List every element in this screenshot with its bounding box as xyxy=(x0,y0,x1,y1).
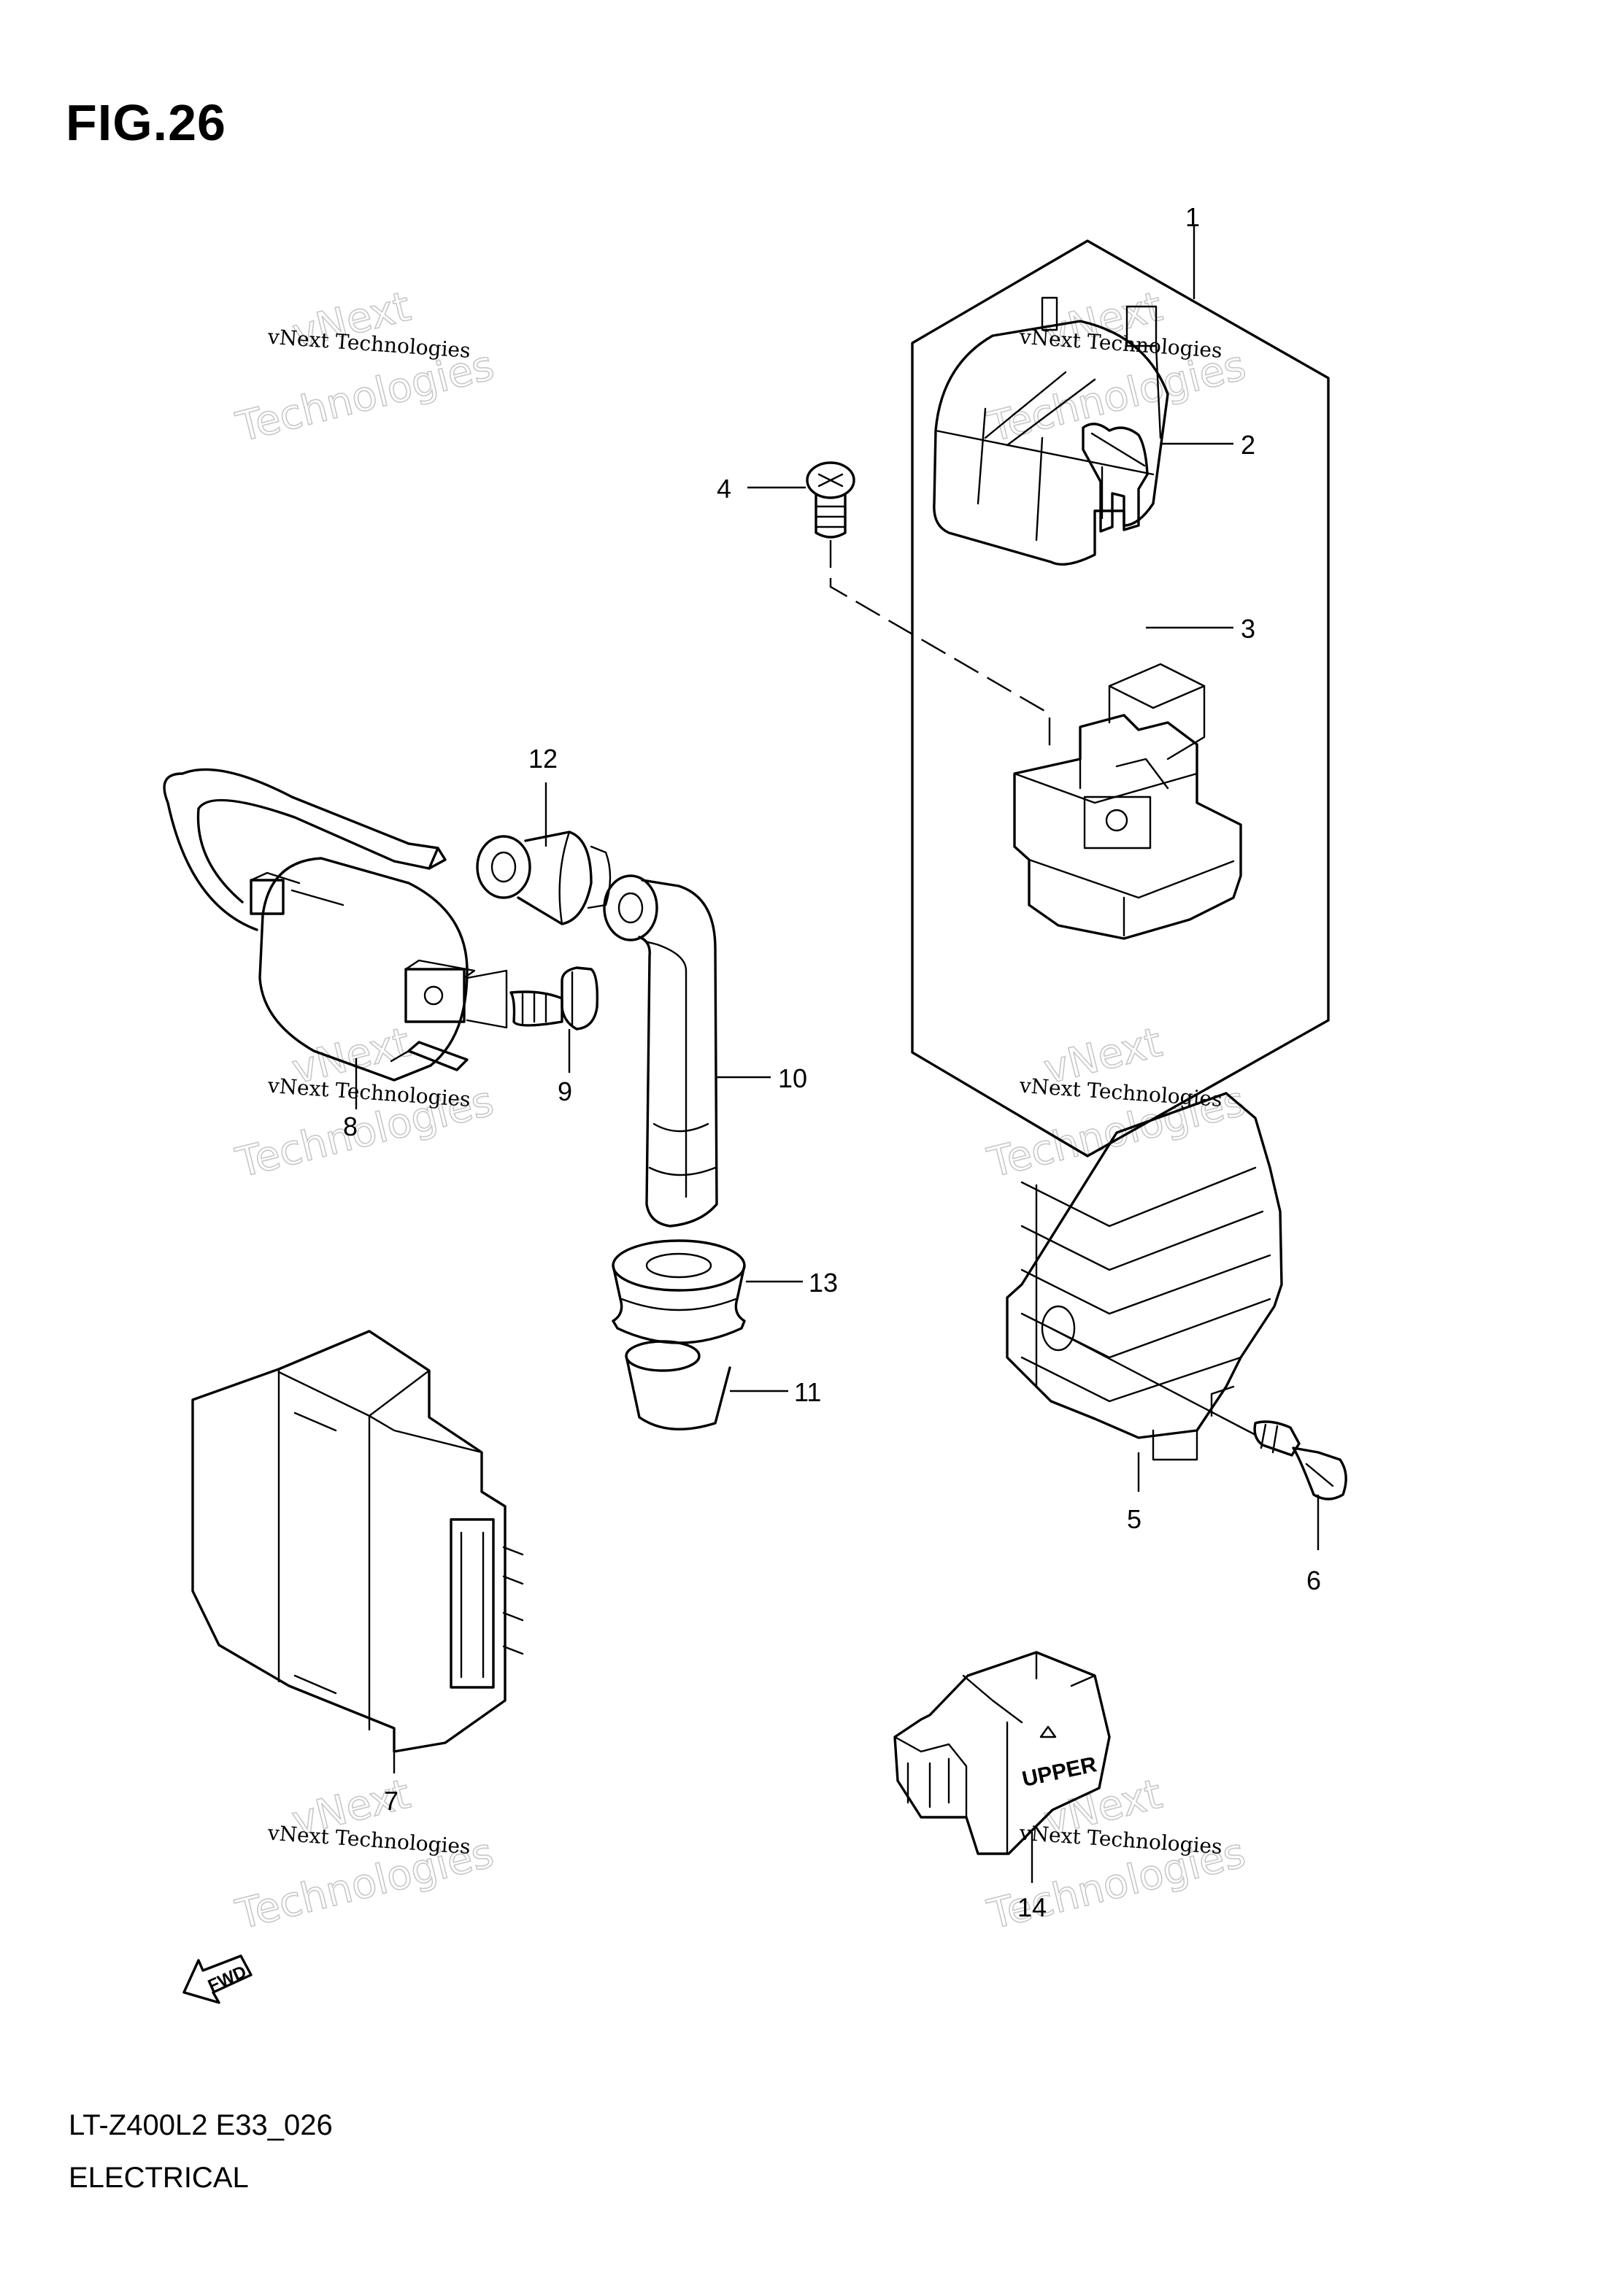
watermark-mid-right: Technologies vNext vNext Technologies xyxy=(982,1018,1250,1188)
callout-3: 3 xyxy=(1241,614,1255,644)
callout-7: 7 xyxy=(384,1786,398,1816)
callout-12: 12 xyxy=(528,744,558,774)
coil-bolt xyxy=(466,966,599,1073)
callout-1: 1 xyxy=(1185,202,1200,232)
ignition-coil xyxy=(163,768,476,1109)
ecm-unit xyxy=(191,1330,524,1773)
watermark-text: vNext Technologies xyxy=(266,1074,471,1112)
plug-cap-seal xyxy=(476,782,612,925)
callout-11: 11 xyxy=(794,1377,821,1407)
callout-4: 4 xyxy=(717,474,731,504)
callout-6: 6 xyxy=(1306,1565,1321,1595)
starter-relay xyxy=(1013,663,1242,940)
callout-5: 5 xyxy=(1127,1504,1141,1534)
regulator-rectifier xyxy=(1006,1092,1283,1492)
watermark-bottom-left: Technologies vNext vNext Technologies xyxy=(231,1770,498,1940)
callout-9: 9 xyxy=(558,1076,572,1106)
watermark-top-right: Technologies vNext vNext Technologies xyxy=(983,282,1251,452)
callout-13: 13 xyxy=(809,1268,838,1298)
section-name: ELECTRICAL xyxy=(69,2162,249,2194)
callout-8: 8 xyxy=(343,1112,358,1141)
watermark-top-left: Technologies vNext vNext Technologies xyxy=(231,282,499,452)
callout-2: 2 xyxy=(1241,430,1255,460)
callout-14: 14 xyxy=(1017,1892,1047,1922)
grommet xyxy=(612,1239,803,1344)
cap xyxy=(625,1340,788,1430)
fuse xyxy=(1082,423,1149,533)
leader-lines xyxy=(747,225,1233,629)
fwd-direction-arrow: FWD xyxy=(182,1954,253,2004)
spark-plug-cap xyxy=(603,874,771,1228)
relay-cover xyxy=(933,296,1169,566)
model-code: LT-Z400L2 E33_026 xyxy=(69,2109,333,2141)
bolt-install-path xyxy=(829,540,1051,747)
figure-title: FIG.26 xyxy=(66,94,226,151)
connector-upper-label: UPPER xyxy=(1020,1752,1099,1792)
watermark-mid-left: Technologies vNext vNext Technologies xyxy=(231,1018,498,1188)
callout-10: 10 xyxy=(778,1063,807,1093)
callout-numbers: 1 2 3 4 5 6 7 8 9 10 11 12 13 14 xyxy=(343,202,1321,1922)
regulator-bolt xyxy=(1050,1327,1347,1550)
relay-bolt xyxy=(806,461,855,539)
relay-assembly-frame xyxy=(911,239,1330,1157)
